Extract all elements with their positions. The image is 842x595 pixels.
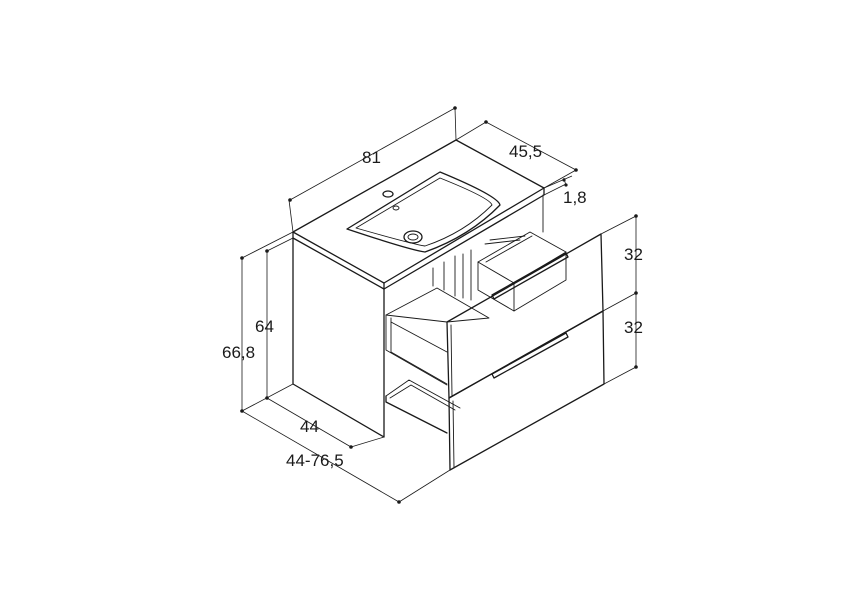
dim-body-depth-label: 44 bbox=[300, 417, 319, 436]
overflow-icon bbox=[392, 205, 400, 211]
dim-drawer-heights bbox=[600, 214, 638, 385]
dim-extended-depth-label: 44-76,5 bbox=[286, 451, 344, 470]
dim-depth-label: 45,5 bbox=[509, 142, 542, 161]
dim-top-thickness bbox=[543, 175, 573, 196]
dim-top-thickness-label: 1,8 bbox=[563, 188, 587, 207]
lower-drawer-shelf bbox=[385, 379, 461, 434]
top-drawer-box bbox=[477, 231, 567, 312]
dim-drawer-top-label: 32 bbox=[624, 245, 643, 264]
dim-width bbox=[288, 106, 457, 233]
drain-icon bbox=[403, 230, 423, 244]
tap-hole-icon bbox=[382, 190, 394, 198]
dim-width-label: 81 bbox=[362, 148, 381, 167]
drawer-runners bbox=[432, 249, 472, 301]
dim-total-height-label: 66,8 bbox=[222, 343, 255, 362]
bottom-drawer-front bbox=[448, 310, 605, 471]
dim-base-depth bbox=[241, 397, 451, 504]
dim-drawer-bottom-label: 32 bbox=[624, 318, 643, 337]
basin-bowl bbox=[346, 171, 501, 253]
top-drawer-handle bbox=[491, 252, 569, 300]
dim-depth bbox=[455, 120, 578, 189]
top-drawer-front bbox=[446, 233, 604, 399]
dim-body-height-label: 64 bbox=[255, 317, 274, 336]
bottom-drawer-handle bbox=[491, 332, 569, 379]
countertop bbox=[292, 139, 545, 290]
cabinet-side-panel bbox=[292, 237, 385, 438]
lower-drawer-box bbox=[385, 287, 490, 386]
